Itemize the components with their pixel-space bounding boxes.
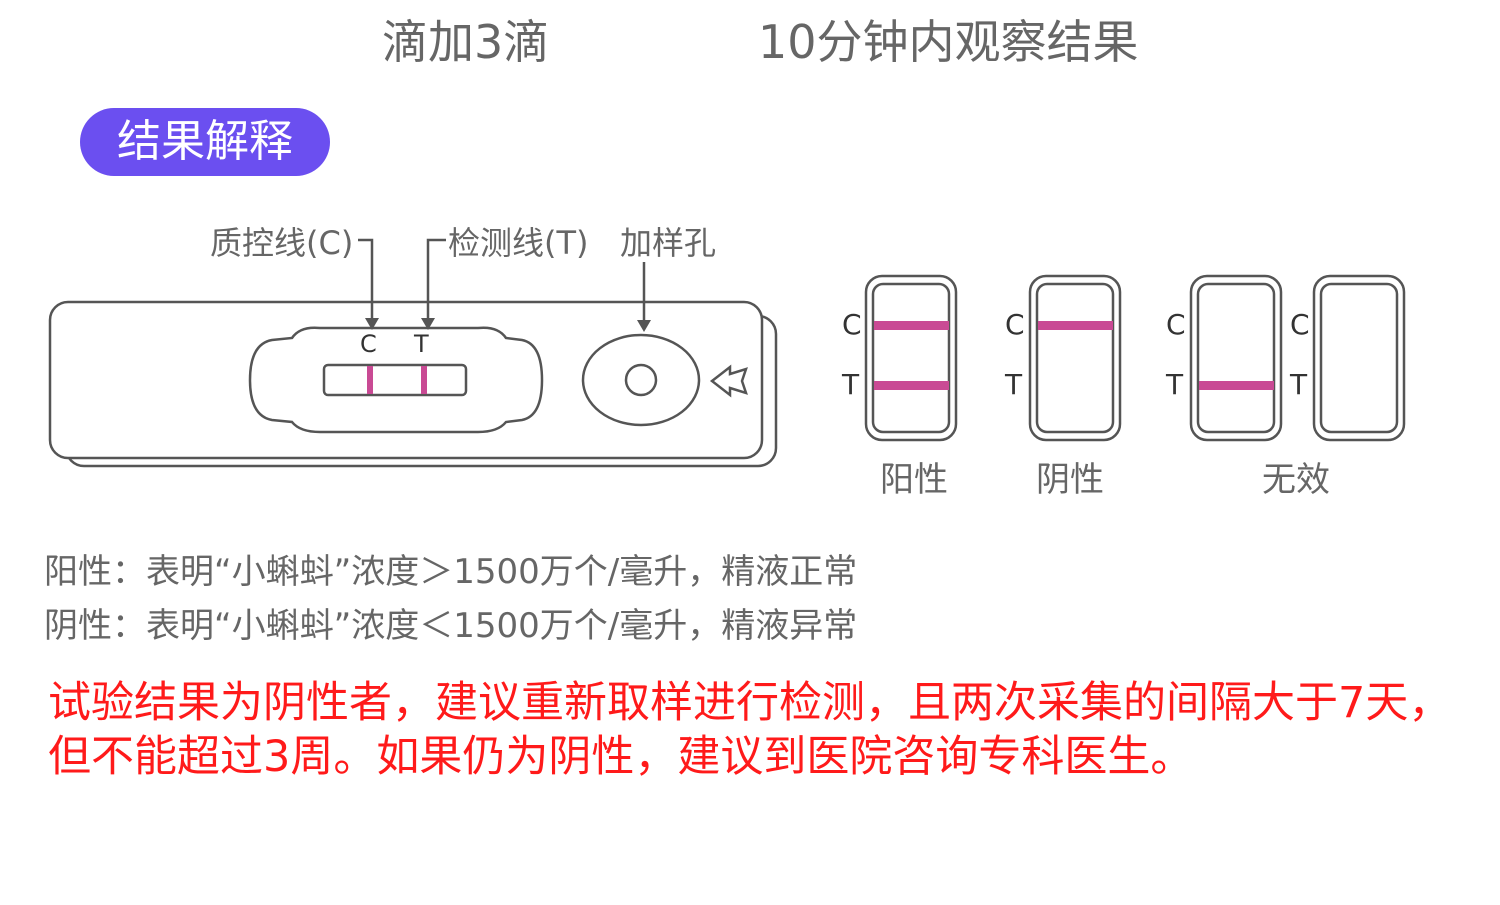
invalid-1-c-label: C <box>1166 308 1186 341</box>
invalid-2-t-label: T <box>1290 368 1308 401</box>
insert-arrow-icon <box>709 364 748 398</box>
positive-caption: 阳性 <box>880 460 948 500</box>
callout-line-control <box>358 238 374 320</box>
negative-cassette-inner <box>1035 282 1115 434</box>
strip-control-line <box>367 366 373 394</box>
positive-c-label: C <box>842 308 862 341</box>
callout-arrow-control-icon <box>365 318 379 330</box>
callout-sample-well-label: 加样孔 <box>620 224 717 262</box>
invalid-1-test-line <box>1199 381 1274 390</box>
positive-cassette-inner <box>871 282 951 434</box>
callout-control-line-label: 质控线(C) <box>210 224 354 262</box>
callout-arrow-sample-icon <box>637 320 651 332</box>
negative-control-line <box>1038 321 1113 330</box>
positive-test-line <box>874 381 949 390</box>
invalid-caption: 无效 <box>1262 460 1330 500</box>
step-drop-text: 滴加3滴 <box>382 15 550 69</box>
invalid-cassette-1-inner <box>1196 282 1276 434</box>
invalid-2-c-label: C <box>1290 308 1310 341</box>
positive-t-label: T <box>842 368 860 401</box>
callout-test-line-label: 检测线(T) <box>448 224 589 262</box>
positive-control-line <box>874 321 949 330</box>
negative-explanation: 阴性：表明“小蝌蚪”浓度＜1500万个/毫升，精液异常 <box>44 606 858 646</box>
sample-well-hole <box>624 363 658 397</box>
callout-arrow-test-icon <box>421 318 435 330</box>
step-observe-text: 10分钟内观察结果 <box>758 15 1139 69</box>
test-strip-window <box>322 363 468 397</box>
strip-test-line <box>421 366 427 394</box>
negative-c-label: C <box>1005 308 1025 341</box>
negative-caption: 阴性 <box>1036 460 1104 500</box>
window-t-label: T <box>414 330 429 358</box>
window-c-label: C <box>360 330 377 358</box>
invalid-cassette-2-inner <box>1319 282 1399 434</box>
callout-line-test <box>426 238 446 320</box>
positive-explanation: 阳性：表明“小蝌蚪”浓度＞1500万个/毫升，精液正常 <box>44 552 858 592</box>
negative-t-label: T <box>1005 368 1023 401</box>
result-interpretation-badge: 结果解释 <box>80 108 330 176</box>
retest-warning: 试验结果为阴性者，建议重新取样进行检测，且两次采集的间隔大于7天，但不能超过3周… <box>48 678 1452 782</box>
invalid-1-t-label: T <box>1166 368 1184 401</box>
